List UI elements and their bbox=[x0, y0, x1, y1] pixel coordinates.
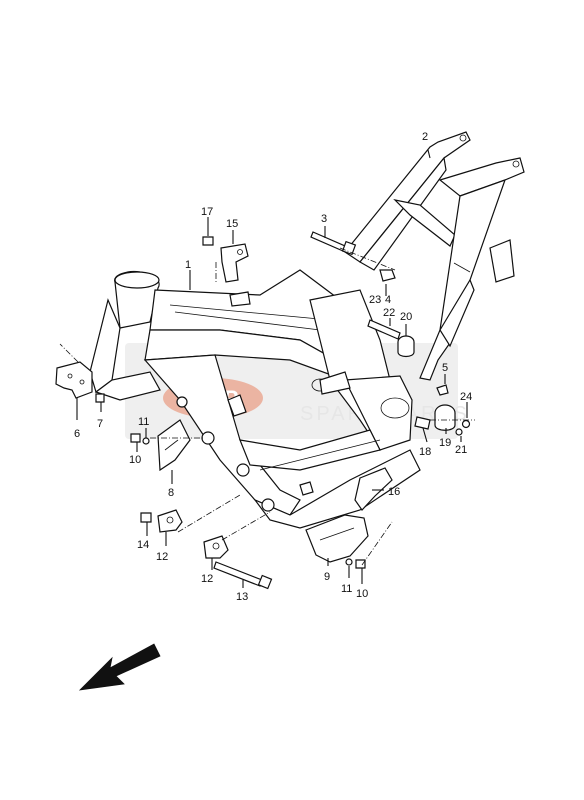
part-13-bolt bbox=[213, 561, 273, 590]
callout-1: 1 bbox=[185, 259, 191, 271]
callout-11-left: 11 bbox=[138, 416, 149, 428]
callout-labels: 1 2 3 4 5 6 7 8 9 10 10 11 11 12 12 13 1… bbox=[74, 131, 472, 603]
part-4-nut bbox=[379, 269, 396, 282]
part-20-bush bbox=[397, 335, 415, 358]
part-8-guard bbox=[157, 419, 191, 472]
part-11-washer-right bbox=[345, 558, 353, 566]
part-24-nut bbox=[461, 419, 471, 429]
part-16-bracket bbox=[354, 467, 393, 511]
callout-3: 3 bbox=[321, 213, 327, 225]
part-3-bolt bbox=[310, 231, 357, 256]
front-direction-arrow bbox=[78, 643, 161, 691]
part-18-bolt bbox=[414, 416, 431, 430]
rear-subframe bbox=[344, 131, 525, 381]
leader-lines bbox=[59, 149, 475, 588]
callout-21: 21 bbox=[455, 444, 467, 456]
part-22-bolt bbox=[367, 319, 401, 340]
callout-8: 8 bbox=[168, 487, 174, 499]
callout-19: 19 bbox=[439, 437, 451, 449]
callout-9: 9 bbox=[324, 571, 330, 583]
callout-12-lower: 12 bbox=[201, 573, 213, 585]
callout-4: 4 bbox=[385, 294, 391, 306]
part-5-bolt bbox=[436, 384, 449, 396]
callout-18: 18 bbox=[419, 446, 431, 458]
callout-13: 13 bbox=[236, 591, 248, 603]
part-10-bolt-left bbox=[130, 433, 141, 443]
callout-24: 24 bbox=[460, 391, 472, 403]
callout-5: 5 bbox=[442, 362, 448, 374]
part-19-cushion bbox=[434, 404, 456, 431]
part-10-bolt-right bbox=[355, 559, 366, 569]
callout-10-left: 10 bbox=[129, 454, 141, 466]
callout-6: 6 bbox=[74, 428, 80, 440]
callout-12-upper: 12 bbox=[156, 551, 168, 563]
part-7-bolt bbox=[95, 393, 105, 403]
part-14-nut bbox=[140, 512, 152, 523]
callout-15: 15 bbox=[226, 218, 238, 230]
callout-7: 7 bbox=[97, 418, 103, 430]
part-15-bracket bbox=[220, 243, 249, 283]
callout-20: 20 bbox=[400, 311, 412, 323]
callout-2: 2 bbox=[422, 131, 428, 143]
part-9-guard bbox=[305, 514, 369, 563]
part-17-bolt bbox=[202, 236, 214, 246]
part-21-washer bbox=[455, 428, 463, 436]
part-6-bracket bbox=[55, 361, 93, 399]
part-12-mount-upper bbox=[157, 509, 183, 533]
callout-16: 16 bbox=[388, 486, 400, 498]
callout-14: 14 bbox=[137, 539, 149, 551]
callout-22: 22 bbox=[383, 307, 395, 319]
callout-23: 23 bbox=[369, 294, 381, 306]
part-11-washer-left bbox=[142, 437, 150, 445]
callout-17: 17 bbox=[201, 206, 213, 218]
callout-11-right: 11 bbox=[341, 583, 352, 595]
part-12-mount-lower bbox=[203, 535, 229, 559]
main-frame bbox=[89, 269, 421, 529]
callout-10-right: 10 bbox=[356, 588, 368, 600]
